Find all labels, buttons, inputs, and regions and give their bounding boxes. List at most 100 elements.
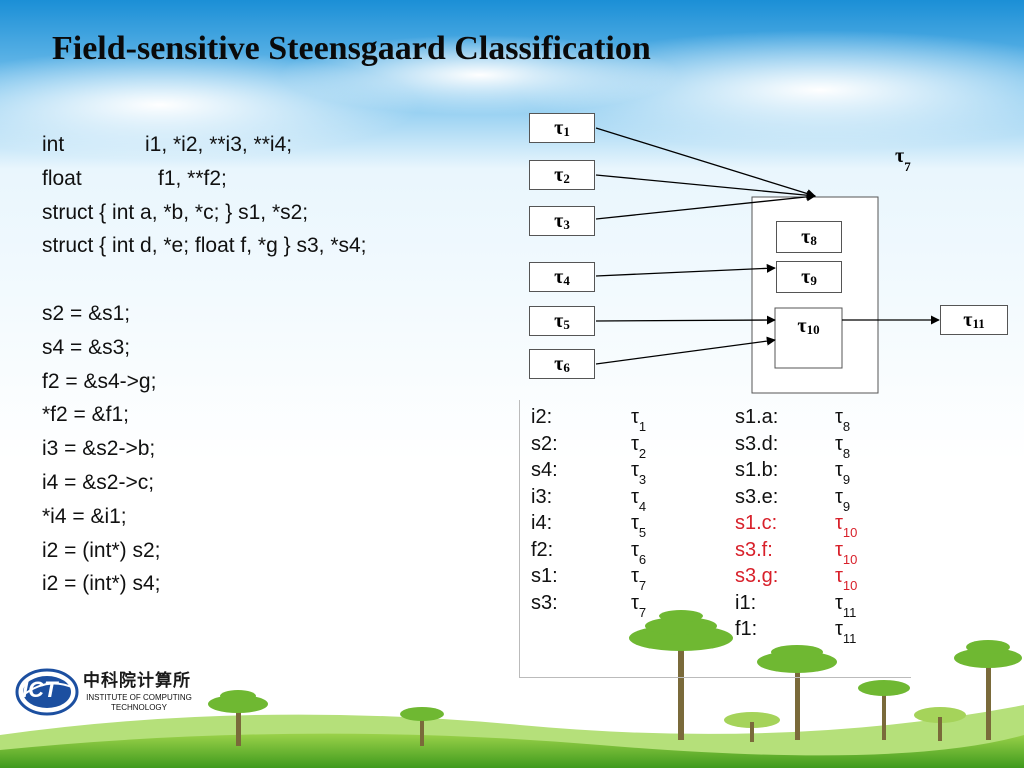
- mapping-variable: s3:: [531, 591, 558, 614]
- code-text: struct { int d, *e; float f, *g } s3, *s…: [42, 234, 367, 258]
- mapping-type: τ10: [835, 563, 857, 597]
- tau-symbol: τ: [963, 308, 973, 331]
- mapping-row: s1.a: τ8: [735, 404, 915, 434]
- tau-index: 5: [638, 525, 647, 540]
- code-keyword: int: [42, 133, 65, 156]
- mapping-type: τ1: [631, 404, 646, 438]
- mapping-variable: s1.a:: [735, 406, 779, 428]
- tau-symbol: τ: [631, 591, 639, 614]
- mapping-row: s3.f:τ10: [735, 537, 915, 567]
- mapping-row: i2:τ1: [531, 404, 711, 434]
- mapping-variable: s3.d:: [735, 432, 779, 455]
- logo-english-name: INSTITUTE OF COMPUTING TECHNOLOGY: [86, 693, 192, 712]
- mapping-variable: f2:: [531, 538, 554, 561]
- edge-t6-to-t10: [595, 336, 776, 365]
- tau-index: 10: [842, 525, 858, 540]
- mapping-row: f2:τ6: [531, 537, 711, 567]
- tau-symbol: τ: [631, 512, 639, 534]
- tau-symbol: τ: [554, 309, 564, 332]
- tau-symbol: τ: [631, 459, 639, 481]
- mapping-type: τ2: [631, 431, 646, 465]
- code-text: i1, *i2, **i3, **i4;: [145, 133, 293, 156]
- mapping-row: s3.d: τ8: [735, 431, 915, 461]
- code-text: *f2 = &f1;: [42, 403, 129, 427]
- mapping-type: τ8: [835, 431, 850, 465]
- tau-symbol: τ: [835, 459, 843, 481]
- edge-t5-to-t10: [595, 315, 776, 325]
- edge-t1-to-t7: [595, 127, 816, 198]
- mapping-variable: i4:: [531, 512, 553, 534]
- mapping-type: τ11: [835, 616, 856, 650]
- code-text: i2 = (int*) s2;: [42, 538, 161, 562]
- mapping-variable: f1:: [735, 618, 758, 640]
- mapping-type: τ10: [835, 510, 857, 544]
- tau-index: 9: [810, 273, 817, 288]
- tau-symbol: τ: [801, 265, 811, 288]
- mapping-type: τ8: [835, 404, 850, 438]
- tau-symbol: τ: [554, 265, 564, 288]
- mapping-variable: s1.c:: [735, 512, 778, 534]
- tau-symbol: τ: [835, 432, 843, 455]
- mapping-variable: i1:: [735, 591, 757, 614]
- tau-index: 11: [972, 316, 985, 331]
- mapping-variable: s1:: [531, 565, 558, 587]
- mapping-variable: s1.b:: [735, 459, 779, 481]
- code-text: struct { int a, *b, *c; } s1, *s2;: [42, 200, 309, 224]
- tau-index: 8: [842, 445, 851, 461]
- mapping-row: s3:τ7: [531, 590, 711, 620]
- logo-chinese-name: 中科院计算所: [83, 671, 191, 691]
- mapping-frame: [519, 400, 911, 678]
- tau-index: 11: [842, 631, 857, 646]
- code-text: s4 = &s3;: [42, 335, 131, 359]
- mapping-type: τ7: [631, 590, 646, 624]
- tau-index: 3: [563, 217, 570, 232]
- tau-symbol: τ: [835, 591, 843, 614]
- tau-symbol: τ: [801, 225, 811, 248]
- mapping-variable: s4:: [531, 459, 558, 481]
- mapping-row: i3:τ4: [531, 484, 711, 514]
- tau-symbol: τ: [895, 145, 905, 167]
- mapping-variable: s3.g:: [735, 565, 779, 587]
- mapping-type: τ11: [835, 590, 856, 624]
- mapping-variable: s3.f:: [735, 538, 773, 561]
- tau-index: 2: [638, 445, 647, 461]
- tau-symbol: τ: [835, 406, 843, 428]
- mapping-type: τ9: [835, 484, 850, 518]
- tau-symbol: τ: [631, 406, 639, 428]
- slide-title: Field-sensitive Steensgaard Classificati…: [52, 30, 651, 67]
- tau-symbol: τ: [631, 565, 639, 587]
- logo-acronym: ICT: [22, 677, 58, 702]
- tau-index: 9: [842, 472, 851, 487]
- tau-symbol: τ: [835, 485, 843, 508]
- mapping-type: τ7: [631, 563, 646, 597]
- ict-logo-icon: [15, 668, 79, 716]
- tau-index: 2: [563, 171, 570, 186]
- tau-index: 7: [638, 578, 647, 593]
- mapping-row: s2:τ2: [531, 431, 711, 461]
- tau-symbol: τ: [835, 618, 843, 640]
- tau-index: 1: [638, 419, 647, 434]
- mapping-row: f1: τ11: [735, 616, 915, 646]
- tau-index: 11: [842, 604, 857, 620]
- type-t7-label: τ7: [895, 145, 911, 174]
- mapping-type: τ5: [631, 510, 646, 544]
- mapping-row: s4:τ3: [531, 457, 711, 487]
- code-text: i2 = (int*) s4;: [42, 572, 161, 596]
- mapping-row: s3.e:τ9: [735, 484, 915, 514]
- mapping-type: τ9: [835, 457, 850, 491]
- mapping-type: τ10: [835, 537, 857, 571]
- tau-symbol: τ: [554, 352, 564, 375]
- tau-index: 6: [638, 551, 647, 567]
- tau-index: 8: [810, 233, 817, 248]
- edge-t2-to-t7: [595, 174, 816, 200]
- tau-symbol: τ: [554, 209, 564, 232]
- mapping-variable: s2:: [531, 432, 558, 455]
- tau-index: 8: [842, 419, 851, 434]
